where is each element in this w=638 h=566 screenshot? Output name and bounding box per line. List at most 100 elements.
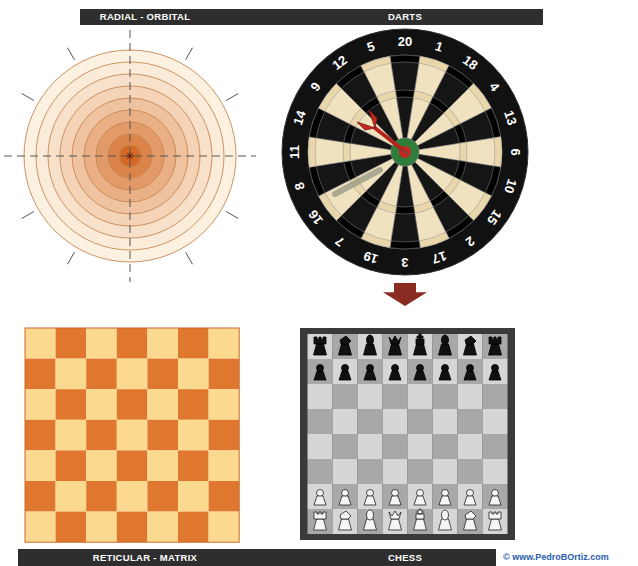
- knight-head: [465, 336, 476, 344]
- piece-body: [439, 519, 452, 530]
- board-square: [358, 509, 383, 534]
- pawn-head: [367, 365, 374, 372]
- chess-piece: [464, 490, 476, 506]
- panel-heading: DARTS: [388, 9, 422, 25]
- chess-piece: [339, 511, 352, 530]
- board-square: [433, 409, 458, 434]
- grid-cell: [86, 389, 117, 420]
- bishop-head: [442, 510, 449, 520]
- grid-cell: [117, 328, 148, 359]
- treble-ring: [395, 206, 414, 214]
- chess-piece: [364, 490, 376, 506]
- queen-crown: [389, 336, 401, 344]
- king-head: [416, 514, 424, 519]
- board-square: [483, 434, 508, 459]
- board-square: [408, 384, 433, 409]
- board-square: [483, 509, 508, 534]
- chess-piece: [314, 365, 326, 381]
- panel-node: CHESS: [330, 306, 480, 566]
- grid-cell: [56, 420, 87, 451]
- board-square: [333, 384, 358, 409]
- grid-cell: [147, 420, 178, 451]
- chess-piece: [339, 336, 352, 355]
- board-square: [383, 384, 408, 409]
- pawn-body: [389, 371, 401, 380]
- dart-number: 2: [463, 233, 477, 249]
- chess-piece: [389, 490, 401, 506]
- orbit-ring: [36, 62, 224, 250]
- bishop-head: [442, 335, 449, 345]
- grid-cell: [147, 359, 178, 390]
- chess-piece: [414, 509, 427, 530]
- grid-cell: [178, 389, 209, 420]
- tick-mark: [22, 94, 34, 101]
- piece-body: [389, 519, 402, 530]
- piece-body: [414, 344, 427, 355]
- panel-heading: RADIAL - ORBITAL: [100, 9, 190, 25]
- radial-orbital-figure: [4, 30, 256, 282]
- dart-number: 20: [398, 35, 412, 49]
- treble-ring: [430, 191, 449, 207]
- treble-ring: [377, 201, 397, 213]
- pawn-body: [439, 371, 451, 380]
- board-square: [408, 359, 433, 384]
- dart-number: 19: [362, 248, 380, 266]
- board-square: [308, 384, 333, 409]
- grid-cell: [209, 450, 240, 481]
- grid-cell: [86, 420, 117, 451]
- dart-number: 18: [460, 53, 480, 73]
- grid-cell: [25, 450, 56, 481]
- piece-body: [339, 344, 352, 355]
- pawn-head: [367, 490, 374, 497]
- piece-body: [364, 519, 377, 530]
- board-square: [458, 484, 483, 509]
- king-cross: [417, 334, 423, 339]
- board-frame: [300, 328, 515, 540]
- bishop-head: [367, 335, 374, 345]
- grid-cell: [209, 481, 240, 512]
- chess-piece: [364, 510, 377, 530]
- board-square: [358, 334, 383, 359]
- grid-cell: [147, 450, 178, 481]
- grid-cell: [117, 450, 148, 481]
- dart-number: 5: [365, 40, 376, 56]
- double-ring: [390, 55, 420, 63]
- grid-cell: [147, 512, 178, 543]
- board-square: [383, 334, 408, 359]
- grid-cell: [117, 389, 148, 420]
- grid-cell: [178, 512, 209, 543]
- knight-head: [465, 511, 476, 519]
- grid-cell: [25, 359, 56, 390]
- double-ring: [419, 232, 449, 248]
- piece-body: [439, 344, 452, 355]
- dart-flight: [357, 110, 377, 130]
- board-square: [358, 459, 383, 484]
- grid-cell: [117, 420, 148, 451]
- pawn-head: [492, 365, 499, 372]
- panel-node: DARTS: [330, 9, 480, 283]
- grid-cell: [147, 389, 178, 420]
- double-ring: [361, 232, 391, 248]
- grid-cell: [56, 389, 87, 420]
- pawn-body: [339, 496, 351, 505]
- dart-number: 4: [486, 80, 502, 94]
- board-square: [458, 384, 483, 409]
- chess-piece: [339, 490, 351, 506]
- piece-body: [389, 344, 402, 355]
- board-square: [308, 484, 333, 509]
- grid-border: [25, 328, 239, 542]
- grid-cell: [117, 512, 148, 543]
- grid-cell: [25, 328, 56, 359]
- pawn-body: [339, 371, 351, 380]
- tick-mark: [226, 94, 238, 101]
- treble-ring: [414, 201, 434, 213]
- chess-piece: [439, 365, 451, 381]
- board-square: [458, 459, 483, 484]
- board-square: [383, 459, 408, 484]
- dart-number: 12: [330, 53, 350, 73]
- chess-piece: [339, 365, 351, 381]
- dart-number: 16: [306, 207, 326, 227]
- grid-cell: [56, 512, 87, 543]
- board-square: [433, 334, 458, 359]
